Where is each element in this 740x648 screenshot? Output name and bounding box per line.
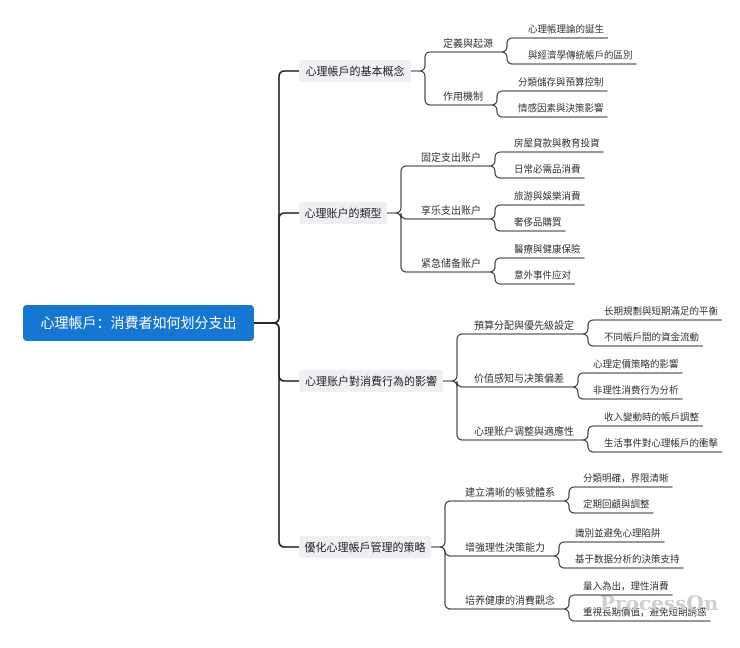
edge-branch-2-sub-3	[387, 212, 417, 273]
leaf-node-2-3-2: 意外事件应对	[514, 270, 572, 282]
edge-leaf-4-1-2	[559, 500, 579, 514]
branch-label-3: 心理账户對消費行為的影響	[305, 374, 437, 388]
leaf-node-4-2-1: 識別並避免心理陷阱	[575, 528, 661, 540]
mind-map-nodes: 心理帳戶：消費者如何划分支出 心理帳戶的基本概念 定義與起源 心理帳理論的誕生與經濟學…	[23, 24, 719, 619]
sub-node-4-1: 建立清晰的帳號體系	[465, 486, 555, 499]
edge-branch-3-sub-3	[443, 380, 470, 441]
branch-node-2[interactable]	[299, 202, 387, 224]
edge-root-branch-2	[254, 212, 299, 324]
edge-branch-2-sub-2	[387, 212, 417, 220]
leaf-node-3-3-1: 收入變動時的帳戶調整	[604, 412, 700, 424]
leaf-node-1-1-2: 與經濟學傳統帳戶的區別	[528, 50, 633, 62]
sub-node-1-2: 作用機制	[443, 90, 483, 103]
edge-leaf-3-1-1	[578, 319, 600, 335]
edge-leaf-3-3-1	[578, 425, 600, 441]
edge-leaf-1-1-1	[497, 37, 524, 53]
edge-leaf-2-1-2	[485, 165, 510, 179]
leaf-node-2-1-2: 日常必需品消費	[514, 164, 581, 176]
sub-node-4-2: 增強理性決策能力	[465, 541, 545, 554]
leaf-node-3-2-1: 心理定價策略的影響	[593, 359, 679, 371]
leaf-node-1-2-1: 分類儲存與預算控制	[518, 77, 604, 89]
edge-branch-3-sub-1	[443, 333, 470, 382]
root-node[interactable]	[23, 305, 254, 341]
edge-leaf-3-3-2	[578, 439, 600, 453]
edge-leaf-4-2-2	[549, 555, 571, 569]
leaf-node-4-2-2: 基于数据分析的決策支持	[575, 554, 680, 566]
leaf-node-3-3-2: 生活事件對心理帳戶的衝擊	[604, 438, 719, 450]
leaf-node-1-2-2: 情感因素與決策影響	[518, 103, 604, 115]
sub-node-3-2: 价值感知与决策偏差	[474, 372, 564, 385]
edge-leaf-4-3-1	[559, 594, 579, 610]
edge-branch-1-sub-1	[411, 51, 439, 72]
root-label: 心理帳戶：消費者如何划分支出	[41, 316, 237, 332]
edge-leaf-4-1-1	[559, 486, 579, 502]
edge-branch-4-sub-3	[431, 546, 461, 610]
branch-node-1[interactable]	[299, 60, 411, 82]
branch-node-4[interactable]	[299, 536, 431, 558]
sub-node-2-1: 固定支出账户	[421, 151, 481, 164]
edge-branch-1-sub-2	[411, 70, 439, 106]
edge-branch-4-sub-2	[431, 546, 461, 557]
watermark: ProcessOn	[600, 591, 719, 615]
edge-branch-2-sub-1	[387, 165, 417, 214]
connector-lines	[254, 37, 722, 622]
edge-leaf-3-1-2	[578, 333, 600, 347]
leaf-node-4-1-2: 定期回顧與調整	[583, 499, 650, 511]
leaf-node-2-2-2: 奢侈品購買	[514, 217, 562, 229]
edge-leaf-1-2-1	[487, 90, 514, 106]
leaf-node-3-1-2: 不同帳戶間的資金流動	[604, 332, 699, 344]
edge-branch-4-sub-1	[431, 500, 461, 548]
leaf-node-2-3-1: 醫療與健康保險	[514, 244, 581, 256]
leaf-node-2-2-1: 旅游與娛樂消費	[514, 191, 581, 203]
branch-label-1: 心理帳戶的基本概念	[306, 64, 405, 78]
sub-node-4-3: 培养健康的消費觀念	[465, 594, 555, 607]
sub-node-2-2: 享乐支出账户	[421, 204, 481, 217]
leaf-node-4-3-1: 量入為出，理性消費	[583, 581, 669, 593]
leaf-node-4-1-1: 分類明確，界限清晰	[583, 473, 669, 485]
sub-node-3-1: 預算分配與優先級設定	[474, 319, 574, 332]
edge-leaf-2-2-1	[485, 204, 510, 220]
edge-root-branch-3	[254, 322, 299, 382]
edge-root-branch-1	[254, 70, 299, 324]
leaf-node-3-1-1: 长期規劃與短期滿足的平衡	[604, 306, 719, 318]
sub-node-1-1: 定義與起源	[443, 37, 493, 50]
edge-leaf-3-2-1	[568, 372, 589, 388]
sub-node-2-3: 紧急储备账户	[421, 257, 481, 270]
edge-leaf-2-3-2	[485, 271, 510, 285]
edge-leaf-2-3-1	[485, 257, 510, 273]
branch-label-2: 心理账户的類型	[305, 206, 382, 220]
leaf-node-1-1-1: 心理帳理論的誕生	[528, 24, 605, 36]
edge-leaf-1-1-2	[497, 51, 524, 65]
edge-leaf-3-2-2	[568, 386, 589, 400]
edge-leaf-2-2-2	[485, 218, 510, 232]
edge-leaf-4-3-2	[559, 608, 579, 622]
leaf-node-2-1-1: 房屋貸款與教育投資	[514, 138, 600, 150]
branch-label-4: 優化心理帳戶管理的策略	[305, 540, 426, 554]
leaf-node-3-2-2: 非理性消费行为分析	[593, 385, 679, 397]
edge-leaf-2-1-1	[485, 151, 510, 167]
edge-leaf-4-2-1	[549, 541, 571, 557]
branch-node-3[interactable]	[299, 370, 443, 392]
edge-leaf-1-2-2	[487, 104, 514, 118]
edge-root-branch-4	[254, 322, 299, 548]
leaf-node-4-3-2: 重視長期價值，避免短期誘惑	[583, 607, 707, 619]
sub-node-3-3: 心理账户调整與適應性	[474, 425, 574, 438]
